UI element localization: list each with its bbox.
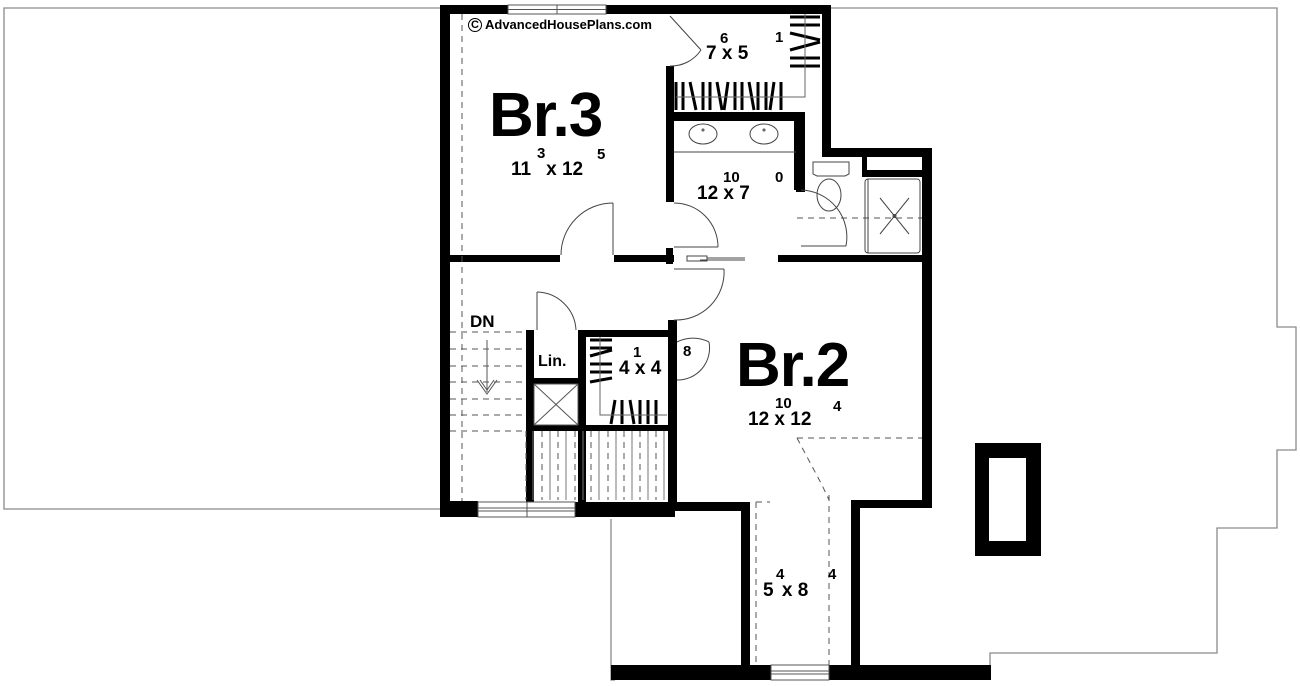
room-dimension-walk-in-closet: 7 x 5 (706, 43, 749, 64)
bath-fixtures (674, 123, 921, 254)
windows (477, 4, 830, 681)
room-name-bedroom3: Br.3 (489, 81, 603, 150)
door-swings (536, 15, 848, 381)
room-dimension-bedroom2: 12 x 12 (748, 409, 812, 430)
watermark-text: AdvancedHousePlans.com (485, 17, 652, 32)
stair-down-arrow-icon (476, 340, 498, 395)
room-dimension-nook: 5 x 8 (763, 580, 809, 601)
stair-treads (532, 431, 665, 500)
copyright-icon: C (468, 17, 482, 32)
walk-in-closet-length-inches: 1 (775, 29, 784, 46)
dashed-lines (450, 14, 922, 665)
bedroom3-length-inches: 5 (597, 146, 606, 163)
stairs-down-label: DN (470, 312, 495, 331)
bedroom3-width-inches: 3 (537, 145, 546, 162)
small-closet-width-inches: 1 (633, 344, 642, 361)
attic-access-icon (533, 383, 579, 426)
nook-width-inches: 4 (776, 566, 785, 583)
bath-length-inches: 0 (775, 169, 784, 186)
nook-length-inches: 4 (828, 566, 837, 583)
room-dimension-small-closet: 4 x 4 (619, 358, 662, 379)
roof-outline (3, 7, 1297, 681)
room-dimension-bath: 12 x 7 (697, 183, 750, 204)
sink-left-icon (688, 123, 718, 145)
bedroom2-width-inches: 10 (775, 395, 792, 412)
toilet-bowl-icon (816, 178, 842, 212)
bedroom2-length-inches: 4 (833, 398, 842, 415)
room-name-bedroom2: Br.2 (736, 331, 850, 400)
chimney-void (989, 458, 1026, 541)
toilet-tank-icon (812, 161, 850, 177)
small-closet-length-inches: 8 (683, 343, 692, 360)
sink-right-icon (749, 123, 779, 145)
linen-label: Lin. (538, 353, 567, 370)
closet-rod-lines (599, 14, 806, 416)
bath-width-inches: 10 (723, 169, 740, 186)
shower-icon (864, 178, 921, 254)
copyright-watermark: C AdvancedHousePlans.com (468, 17, 652, 32)
walk-in-closet-width-inches: 6 (720, 30, 729, 47)
